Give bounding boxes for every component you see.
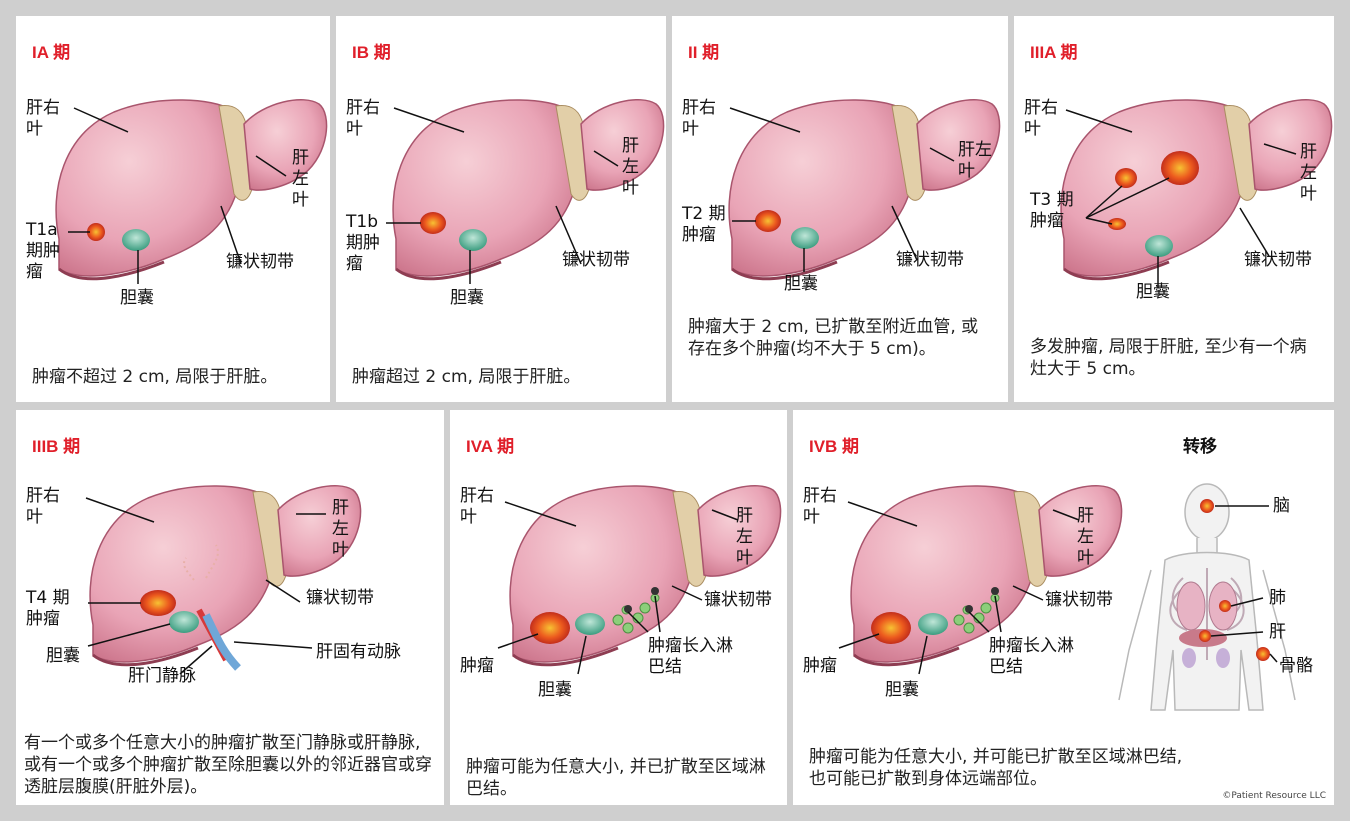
stage-description: 肿瘤大于 2 cm, 已扩散至附近血管, 或存在多个肿瘤(均不大于 5 cm)。 <box>688 316 984 360</box>
ligament-label: 镰状韧带 <box>1045 590 1113 611</box>
gallbladder-label: 胆囊 <box>784 274 818 295</box>
bone-metastasis-shape <box>1256 647 1270 661</box>
brain-label: 脑 <box>1273 496 1290 517</box>
panel-stage-ib: IB 期 肝右 叶 肝 左 叶 镰状韧带 T1b 期肿 瘤 胆囊 肿瘤超过 2 … <box>336 16 666 402</box>
stage-description: 肿瘤超过 2 cm, 局限于肝脏。 <box>352 366 652 388</box>
tumor-label: T3 期 肿瘤 <box>1030 190 1074 232</box>
portal-vein-label: 肝门静脉 <box>128 666 196 687</box>
right-lobe-label: 肝右 叶 <box>26 98 60 140</box>
stage-description: 肿瘤不超过 2 cm, 局限于肝脏。 <box>32 366 322 388</box>
tumor-shape <box>755 210 781 232</box>
ligament-label: 镰状韧带 <box>562 250 630 271</box>
tumor-shape <box>871 612 911 644</box>
ligament-label: 镰状韧带 <box>896 250 964 271</box>
stage-description: 肿瘤可能为任意大小, 并可能已扩散至区域淋巴结, 也可能已扩散到身体远端部位。 <box>809 746 1309 790</box>
tumor-shape <box>1115 168 1137 188</box>
tumor-label: 肿瘤 <box>460 656 494 677</box>
tumor-shape <box>420 212 446 234</box>
right-lobe-label: 肝右 叶 <box>1024 98 1058 140</box>
copyright-notice: ©Patient Resource LLC <box>1222 791 1326 801</box>
panel-stage-ii: II 期 肝右 叶 肝左 叶 镰状韧带 T2 期 肿瘤 胆囊 肿瘤大于 2 cm… <box>672 16 1008 402</box>
left-lobe-label: 肝 左 叶 <box>1300 142 1317 205</box>
left-lobe-label: 肝 左 叶 <box>736 506 753 569</box>
tumor-label: T4 期 肿瘤 <box>26 588 70 630</box>
gallbladder-label: 胆囊 <box>46 646 80 667</box>
right-lobe-label: 肝右 叶 <box>346 98 380 140</box>
panel-stage-iiia: IIIA 期 肝右 叶 肝 左 叶 镰状韧带 T3 期 肿瘤 胆囊 多发肿瘤, … <box>1014 16 1334 402</box>
panel-stage-ia: IA 期 肝右 叶 肝 左 叶 镰状韧带 T1a 期肿 瘤 胆囊 肿瘤不超过 2… <box>16 16 330 402</box>
ligament-label: 镰状韧带 <box>704 590 772 611</box>
brain-metastasis-shape <box>1200 499 1214 513</box>
tumor-node-shape <box>624 605 632 613</box>
lymph-node-label: 肿瘤长入淋 巴结 <box>648 636 733 678</box>
right-lobe-label: 肝右 叶 <box>803 486 837 528</box>
kidney-shape <box>1216 648 1230 668</box>
gallbladder-shape <box>918 613 948 635</box>
left-lobe-label: 肝 左 叶 <box>622 136 639 199</box>
tumor-node-shape <box>965 605 973 613</box>
tumor-node-shape <box>991 587 999 595</box>
lung-metastasis-shape <box>1219 600 1231 612</box>
panel-stage-iiib: IIIB 期 肝右 叶 肝 左 叶 镰状韧带 T4 期 肿瘤 胆囊 肝门静脉 肝… <box>16 410 444 805</box>
liver-illustration <box>336 16 666 402</box>
tumor-shape <box>530 612 570 644</box>
gallbladder-label: 胆囊 <box>1136 282 1170 303</box>
kidney-shape <box>1182 648 1196 668</box>
gallbladder-label: 胆囊 <box>538 680 572 701</box>
stage-description: 多发肿瘤, 局限于肝脏, 至少有一个病灶大于 5 cm。 <box>1030 336 1320 380</box>
gallbladder-shape <box>169 611 199 633</box>
tumor-shape <box>140 590 176 616</box>
tumor-label: 肿瘤 <box>803 656 837 677</box>
left-lobe-label: 肝 左 叶 <box>292 148 309 211</box>
bone-label: 骨骼 <box>1279 656 1313 677</box>
panel-stage-iva: IVA 期 肝右 叶 肝 左 叶 镰状韧带 肿瘤 胆囊 肿瘤长入淋 巴结 肿瘤可… <box>450 410 787 805</box>
gallbladder-shape <box>459 229 487 251</box>
gallbladder-label: 胆囊 <box>120 288 154 309</box>
panel-stage-ivb: IVB 期 <box>793 410 1334 805</box>
right-lobe-label: 肝右 叶 <box>682 98 716 140</box>
stage-description: 有一个或多个任意大小的肿瘤扩散至门静脉或肝静脉, 或有一个或多个肿瘤扩散至除胆囊… <box>24 732 438 798</box>
tumor-label: T2 期 肿瘤 <box>682 204 726 246</box>
liver-illustration <box>16 16 330 402</box>
ligament-label: 镰状韧带 <box>1244 250 1312 271</box>
metastasis-title: 转移 <box>1183 432 1217 457</box>
left-lobe-label: 肝左 叶 <box>958 140 992 182</box>
right-lobe-label: 肝右 叶 <box>460 486 494 528</box>
gallbladder-label: 胆囊 <box>450 288 484 309</box>
gallbladder-shape <box>1145 235 1173 257</box>
liver-metastasis-shape <box>1199 630 1211 642</box>
gallbladder-shape <box>791 227 819 249</box>
tumor-node-shape <box>651 587 659 595</box>
lung-label: 肺 <box>1269 588 1286 609</box>
hepatic-artery-label: 肝固有动脉 <box>316 642 401 663</box>
ligament-label: 镰状韧带 <box>306 588 374 609</box>
liver-organ-label: 肝 <box>1269 622 1286 643</box>
left-lobe-label: 肝 左 叶 <box>332 498 349 561</box>
gallbladder-shape <box>122 229 150 251</box>
tumor-label: T1a 期肿 瘤 <box>26 220 60 283</box>
gallbladder-label: 胆囊 <box>885 680 919 701</box>
left-lobe-label: 肝 左 叶 <box>1077 506 1094 569</box>
right-lobe-label: 肝右 叶 <box>26 486 60 528</box>
gallbladder-shape <box>575 613 605 635</box>
tumor-label: T1b 期肿 瘤 <box>346 212 380 275</box>
lymph-node-label: 肿瘤长入淋 巴结 <box>989 636 1074 678</box>
ligament-label: 镰状韧带 <box>226 252 294 273</box>
stage-description: 肿瘤可能为任意大小, 并已扩散至区域淋巴结。 <box>466 756 776 800</box>
lung-shape <box>1177 582 1205 630</box>
